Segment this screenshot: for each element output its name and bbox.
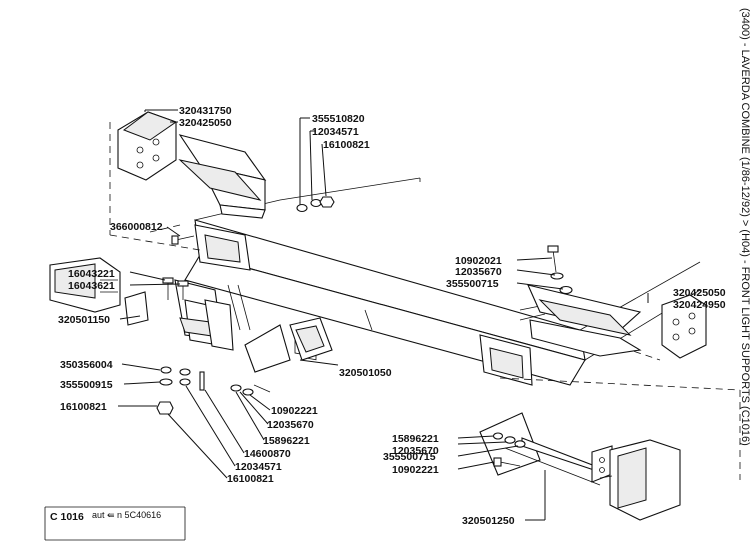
- label-366000812: 366000812: [110, 221, 163, 233]
- reference-note: aut ⇚ n 5C40616: [92, 510, 161, 520]
- label-15896221-bottom: 15896221: [392, 433, 439, 445]
- reference-code: C 1016: [50, 511, 84, 523]
- bolt-10902021: [547, 245, 573, 295]
- assembly-guides: [109, 122, 741, 480]
- label-320425050-top: 320425050: [179, 117, 232, 129]
- label-10902021: 10902021: [455, 255, 502, 267]
- light-housing-right: [661, 294, 707, 359]
- label-16100821-left: 16100821: [60, 401, 107, 413]
- label-320425050-right: 320425050: [673, 287, 726, 299]
- support-bracket-top-left: [178, 134, 267, 219]
- label-12034571-middle: 12034571: [235, 461, 282, 473]
- washers-top: [296, 196, 335, 213]
- label-355500915: 355500915: [60, 379, 113, 391]
- reference-box: C 1016 aut ⇚ n 5C40616: [44, 506, 186, 541]
- leader-lines: [118, 109, 649, 521]
- light-housing-top-left: [117, 111, 178, 181]
- label-320501050: 320501050: [339, 367, 392, 379]
- label-320501250: 320501250: [462, 515, 515, 527]
- label-12035670-right: 12035670: [455, 266, 502, 278]
- label-14600870: 14600870: [244, 448, 291, 460]
- light-housing-left: [49, 257, 121, 313]
- bracket-320501150: [124, 279, 234, 351]
- label-10902221-middle: 10902221: [271, 405, 318, 417]
- label-16043621: 16043621: [68, 280, 115, 292]
- support-bracket-right: [527, 284, 642, 357]
- part-labels: 320431750 320425050 355510820 12034571 1…: [58, 105, 726, 527]
- bolts-16043221: [162, 277, 189, 300]
- label-10902221-bottom: 10902221: [392, 464, 439, 476]
- hardware-bottom: [492, 432, 526, 467]
- label-12035670-middle: 12035670: [267, 419, 314, 431]
- label-320431750: 320431750: [179, 105, 232, 117]
- label-12034571-top: 12034571: [312, 126, 359, 138]
- frame-beam: [184, 177, 701, 386]
- light-housing-bottom-right: [599, 439, 681, 521]
- label-355500715-bottom: 355500715: [383, 451, 436, 463]
- label-355500715-right: 355500715: [446, 278, 499, 290]
- label-16043221: 16043221: [68, 268, 115, 280]
- label-16100821-top: 16100821: [323, 139, 370, 151]
- label-350356004: 350356004: [60, 359, 113, 371]
- label-16100821-middle: 16100821: [227, 473, 274, 485]
- bolt-366000812: [171, 235, 195, 245]
- hardware-middle: [230, 384, 271, 396]
- plate-320501050: [244, 317, 333, 373]
- diagram-title: (3400) - LAVERDA COMBINE (1/86-12/92) > …: [739, 8, 751, 446]
- label-320424950: 320424950: [673, 299, 726, 311]
- label-15896221-middle: 15896221: [263, 435, 310, 447]
- label-355510820: 355510820: [312, 113, 365, 125]
- label-320501150: 320501150: [58, 314, 110, 326]
- label-12035670-bottom: 12035670: [392, 445, 439, 457]
- washers-left: [156, 366, 205, 415]
